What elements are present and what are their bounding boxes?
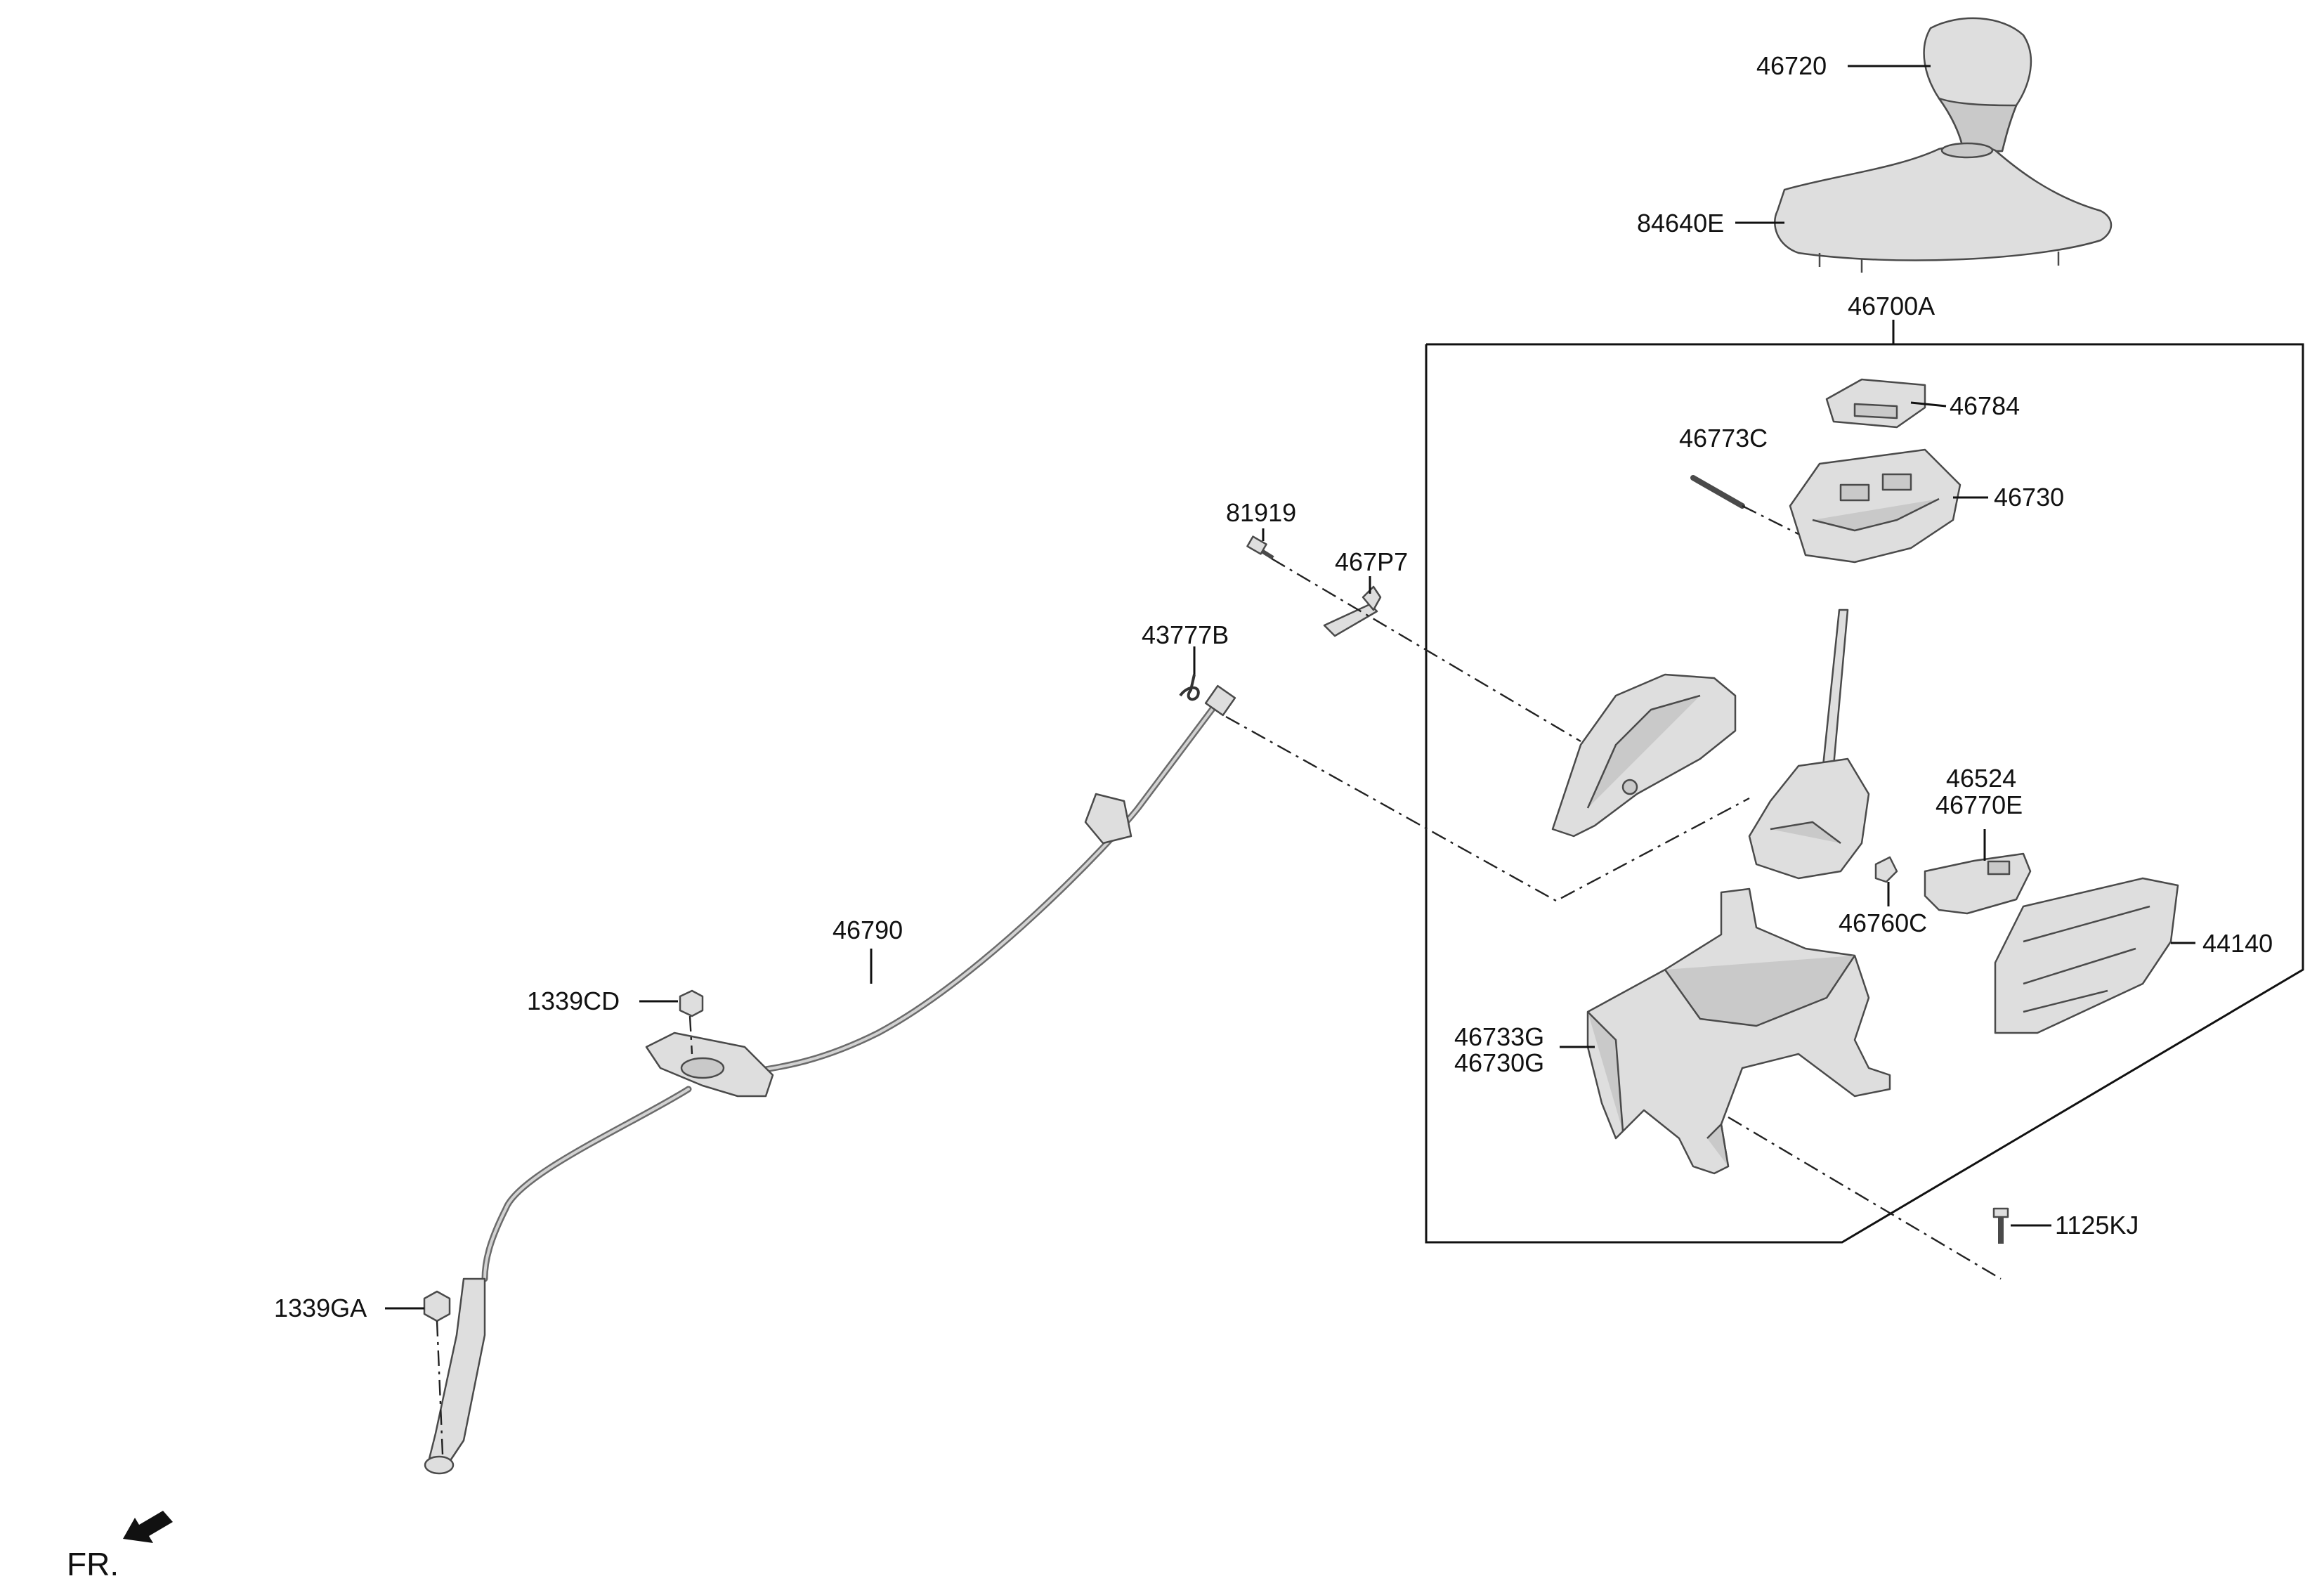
shift-boot-part: [1774, 142, 2113, 273]
cable-bracket-part: [645, 1031, 774, 1098]
label-46700a: 46700A: [1848, 292, 1935, 320]
dash-1339cd: [688, 1015, 693, 1055]
label-1125kj: 1125KJ: [2055, 1211, 2139, 1239]
label-46730g: 46730G: [1454, 1048, 1544, 1077]
clip-43777b-part: [1179, 674, 1200, 701]
front-direction-indicator: FR.: [67, 1511, 173, 1582]
indicator-housing-part: [1789, 448, 1961, 564]
shift-knob-part: [1923, 17, 2032, 152]
label-46733g: 46733G: [1454, 1022, 1544, 1051]
label-46784: 46784: [1950, 391, 2020, 420]
clip-46760c-part: [1874, 856, 1898, 883]
label-43777b: 43777B: [1142, 620, 1229, 649]
screw-81919-part: [1246, 535, 1274, 560]
dash-1339ga: [436, 1320, 444, 1455]
base-bracket-part: [1586, 887, 1891, 1175]
side-plate-part: [1551, 673, 1737, 838]
label-46770e: 46770E: [1935, 790, 2023, 819]
label-46773c: 46773C: [1679, 424, 1768, 453]
label-46524: 46524: [1946, 764, 2016, 793]
shift-cover-part: [1825, 378, 1926, 429]
assembly-box-46700a: [1425, 343, 2304, 1244]
shift-lever-part: [1748, 608, 1870, 880]
front-direction-arrow-icon: [123, 1511, 173, 1543]
switch-part: [1924, 852, 2032, 915]
dash-pin: [1742, 505, 1799, 535]
bolt-1125kj-part: [1992, 1207, 2009, 1244]
label-84640e: 84640E: [1637, 209, 1724, 237]
label-1339cd: 1339CD: [527, 987, 620, 1015]
label-44140: 44140: [2202, 929, 2273, 958]
dash-1125kj: [1728, 1116, 2002, 1280]
dash-cable-end: [1225, 715, 1750, 902]
control-module-part: [1994, 877, 2179, 1034]
label-46720: 46720: [1756, 51, 1827, 80]
label-467p7: 467P7: [1335, 547, 1408, 576]
pin-part: [1690, 475, 1745, 509]
nut-1339cd-part: [679, 989, 704, 1017]
front-direction-label: FR.: [67, 1546, 119, 1582]
label-81919: 81919: [1226, 498, 1296, 527]
label-46790: 46790: [833, 916, 903, 944]
nut-1339ga-part: [423, 1290, 451, 1322]
dash-81919: [1271, 557, 1581, 743]
label-1339ga: 1339GA: [274, 1294, 367, 1322]
label-46760c: 46760C: [1839, 909, 1927, 937]
shift-cable-part: [424, 684, 1236, 1475]
label-46730: 46730: [1994, 483, 2064, 512]
